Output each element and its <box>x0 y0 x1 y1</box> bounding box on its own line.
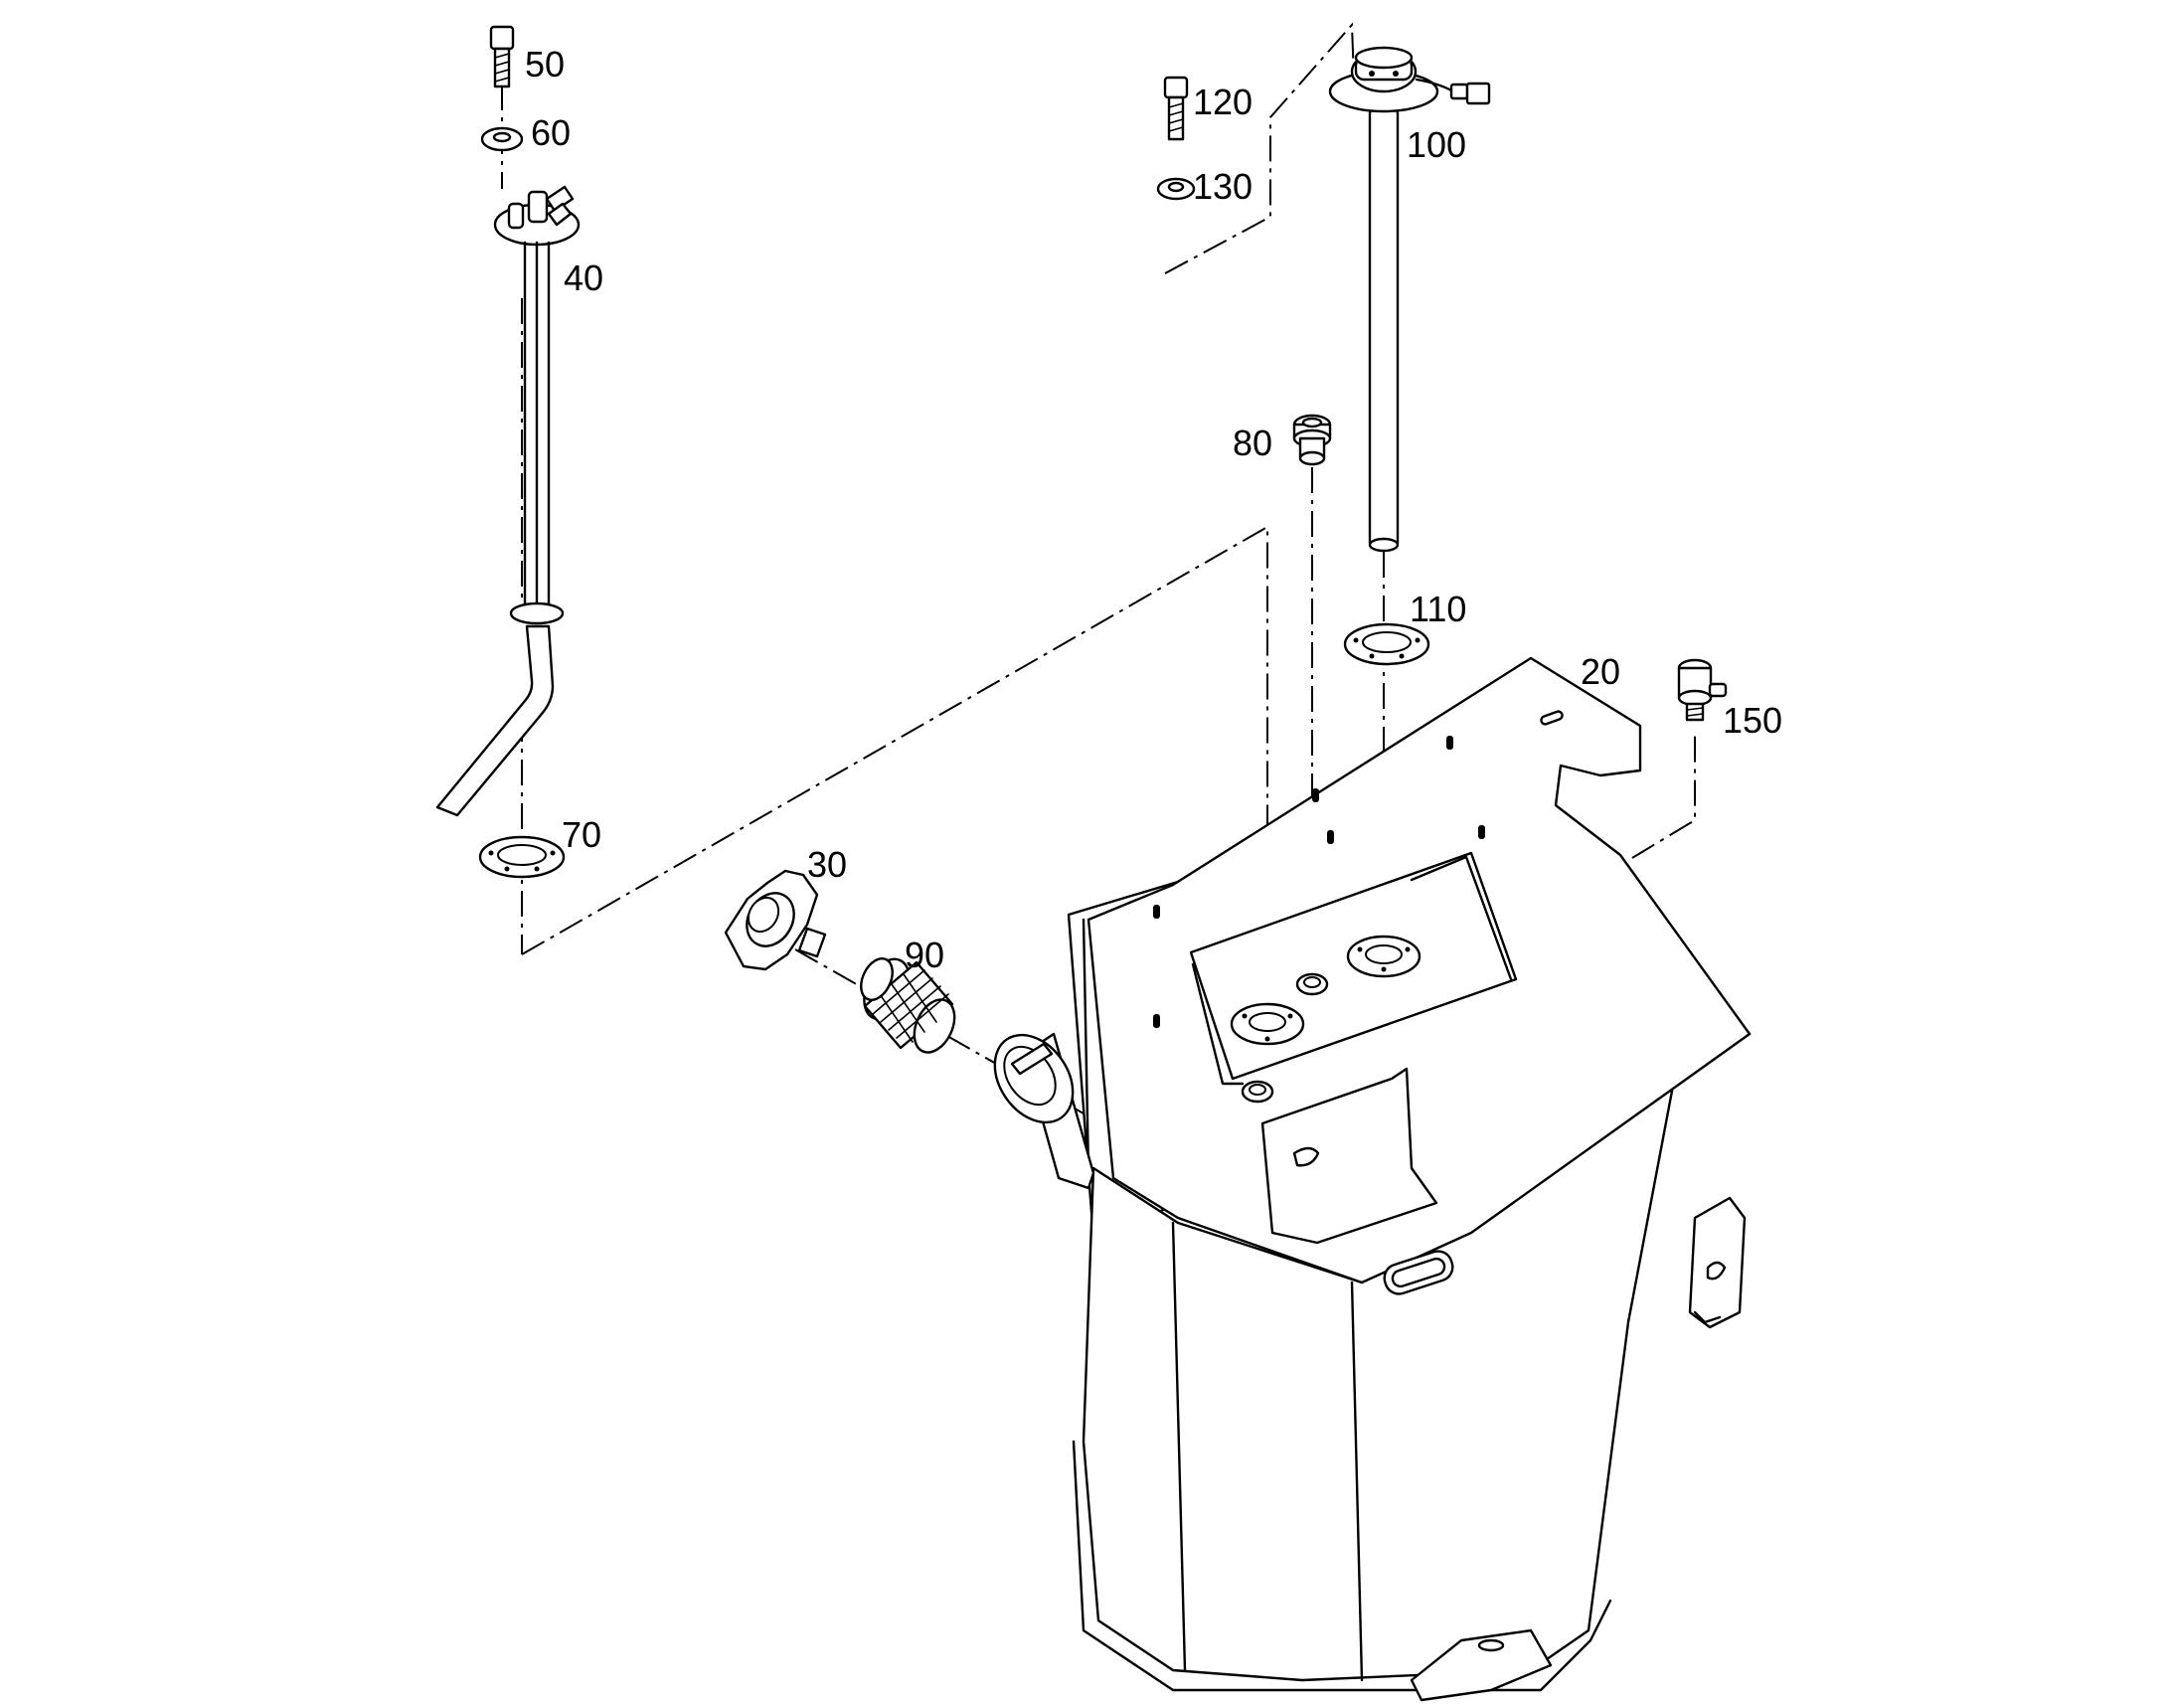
callout-50: 50 <box>525 44 565 85</box>
callout-130: 130 <box>1193 166 1253 207</box>
callout-120: 120 <box>1193 82 1253 122</box>
level-sensor-100 <box>1328 46 1491 553</box>
screw-120 <box>1163 76 1189 141</box>
filler-cap-30 <box>724 869 827 971</box>
washer-130 <box>1156 177 1196 201</box>
callout-110: 110 <box>1410 589 1466 629</box>
callout-90: 90 <box>905 935 944 975</box>
breather-valve-150 <box>1677 658 1728 722</box>
callout-100: 100 <box>1407 124 1466 165</box>
screw-50 <box>489 25 515 88</box>
gasket-70 <box>478 835 566 879</box>
callout-30: 30 <box>807 844 847 885</box>
gasket-110 <box>1343 622 1430 666</box>
strainer-90 <box>860 957 956 1054</box>
callout-80: 80 <box>1233 423 1272 463</box>
plug-80 <box>1292 414 1332 466</box>
suction-pipe-40 <box>435 185 581 817</box>
callout-150: 150 <box>1723 700 1782 741</box>
callout-labels: 50 60 40 70 120 130 100 80 110 20 150 30… <box>525 44 1782 975</box>
callout-60: 60 <box>531 112 571 153</box>
callout-70: 70 <box>562 814 601 855</box>
washer-60 <box>480 126 524 152</box>
tank-20 <box>993 656 1752 1702</box>
callout-40: 40 <box>564 257 603 298</box>
callout-20: 20 <box>1581 651 1620 692</box>
